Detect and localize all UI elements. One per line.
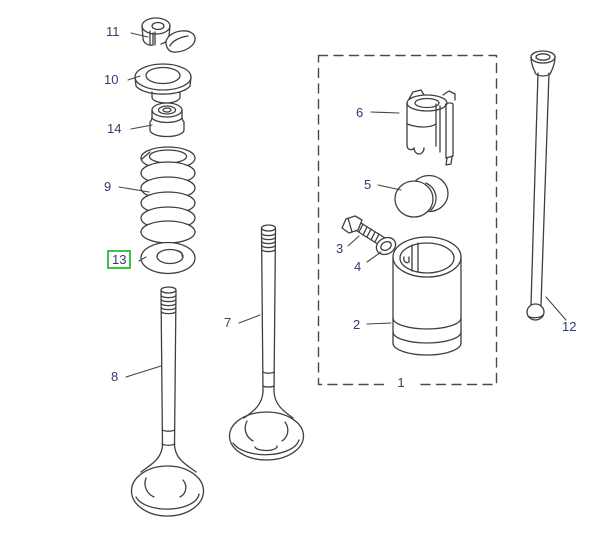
valve-stem-seal-drawing xyxy=(149,102,185,138)
valve-middle-drawing xyxy=(228,224,305,461)
callout-6[interactable]: 6 xyxy=(356,105,364,120)
valve-left-drawing xyxy=(130,286,205,517)
callout-10[interactable]: 10 xyxy=(104,72,119,87)
valve-spring-drawing xyxy=(140,146,196,244)
bolt-washer-drawing xyxy=(375,236,397,256)
callout-8[interactable]: 8 xyxy=(111,369,119,384)
tappet-bucket-drawing xyxy=(392,236,462,356)
leader-lines xyxy=(118,32,567,378)
group-box-drawing xyxy=(317,54,498,393)
callout-2[interactable]: 2 xyxy=(353,317,361,332)
callout-3[interactable]: 3 xyxy=(336,241,344,256)
callout-9[interactable]: 9 xyxy=(104,179,112,194)
spring-seat-washer-drawing xyxy=(140,241,196,275)
callout-12[interactable]: 12 xyxy=(562,319,577,334)
valve-collets-drawing xyxy=(141,17,196,53)
push-rod-drawing xyxy=(526,50,556,321)
callout-1[interactable]: 1 xyxy=(397,375,405,390)
callout-13-highlighted[interactable]: 13 xyxy=(107,250,132,269)
callout-5[interactable]: 5 xyxy=(364,177,372,192)
callout-7[interactable]: 7 xyxy=(224,315,232,330)
callout-14[interactable]: 14 xyxy=(107,121,122,136)
tappet-guide-drawing xyxy=(406,89,456,166)
spring-cap-drawing xyxy=(134,63,192,104)
callout-4[interactable]: 4 xyxy=(354,259,362,274)
callout-11[interactable]: 11 xyxy=(106,24,120,39)
follower-disc-drawing xyxy=(394,174,449,218)
